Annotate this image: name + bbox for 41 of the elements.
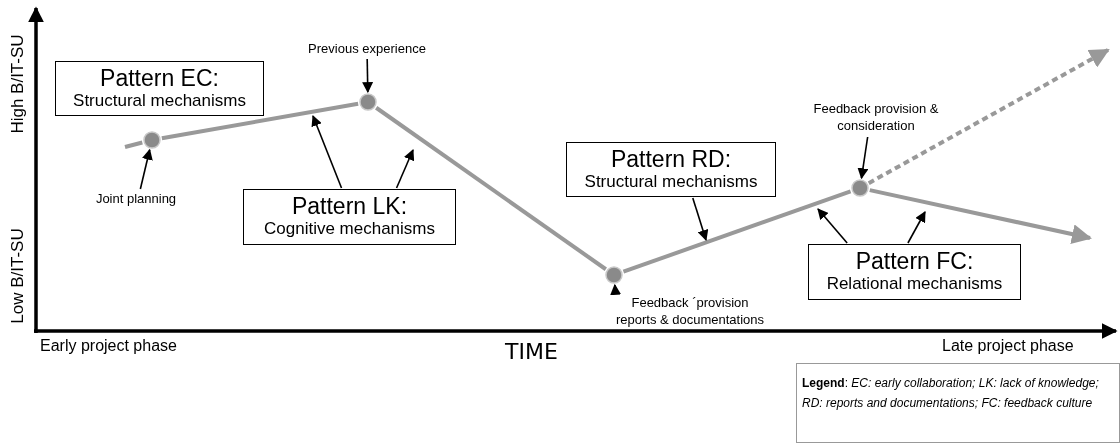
arrow: [362, 58, 374, 94]
arrow: [857, 136, 869, 180]
trend-line: [124, 140, 143, 149]
arrow: [311, 115, 343, 189]
annotation-text: Feedback provision & consideration: [796, 100, 956, 136]
trend-line: [375, 106, 607, 271]
arrow: [610, 283, 622, 296]
data-point: [605, 266, 623, 284]
pattern-box: [55, 61, 264, 116]
trend-line: [161, 101, 359, 141]
dashed-trend-arrow: [867, 48, 1110, 185]
axis-label: Low B/IT-SU: [8, 227, 28, 326]
pattern-box: [243, 189, 456, 245]
pattern-box: [566, 142, 776, 197]
arrow: [907, 211, 926, 244]
annotation-text: Joint planning: [78, 190, 194, 208]
trend-line: [622, 189, 852, 274]
axis-title: TIME: [505, 339, 558, 364]
arrow: [692, 197, 709, 242]
data-point: [359, 93, 377, 111]
axis-label: High B/IT-SU: [8, 33, 28, 136]
data-point: [851, 179, 869, 197]
pattern-subtitle: Structural mechanisms: [72, 91, 247, 111]
pattern-title: Pattern RD:: [609, 146, 733, 172]
annotation-text: Previous experience: [290, 40, 444, 58]
pattern-subtitle: Relational mechanisms: [825, 274, 1004, 294]
arrow: [395, 149, 415, 189]
pattern-box: [808, 244, 1021, 300]
pattern-title: Pattern EC:: [99, 65, 220, 91]
axis-label: Early project phase: [40, 337, 177, 355]
axis-label: Late project phase: [942, 337, 1074, 355]
trend-arrow: [869, 188, 1092, 244]
arrow: [817, 208, 848, 244]
legend-note: Legend: EC: early collaboration; LK: lack of knowledge; RD: reports and documentations; FC: feedback culture: [796, 363, 1120, 443]
pattern-title: Pattern FC:: [854, 248, 975, 274]
data-point: [143, 131, 161, 149]
arrow: [139, 148, 153, 190]
annotation-text: Feedback ´provision reports & documentations: [610, 294, 770, 330]
pattern-title: Pattern LK:: [290, 193, 409, 219]
pattern-subtitle: Cognitive mechanisms: [263, 219, 436, 239]
pattern-subtitle: Structural mechanisms: [583, 172, 759, 192]
